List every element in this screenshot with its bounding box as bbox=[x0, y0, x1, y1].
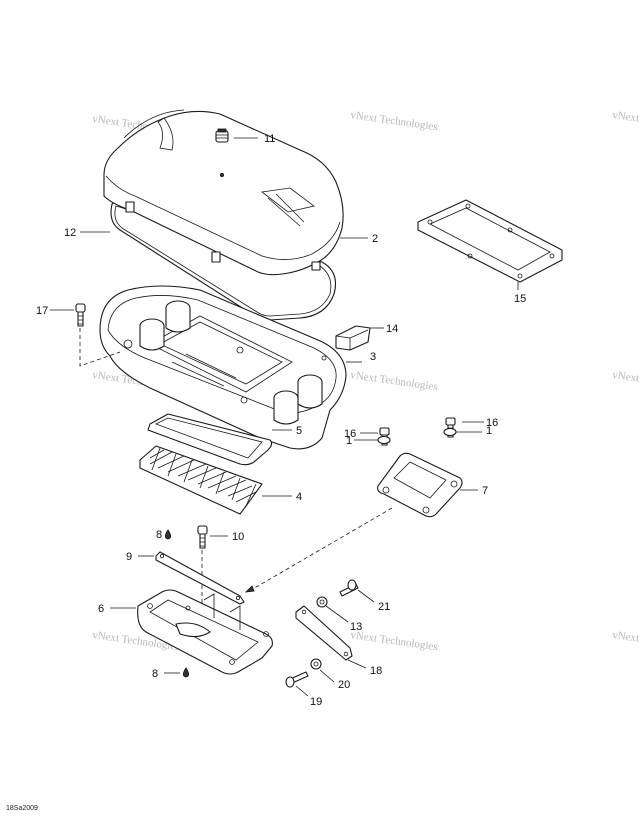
callout-16-right: 16 bbox=[486, 417, 498, 429]
callout-9: 9 bbox=[126, 551, 132, 563]
lid-drawing bbox=[103, 109, 344, 276]
cover-plate-drawing bbox=[417, 199, 563, 283]
leader-lines bbox=[50, 137, 519, 697]
watermark-5: vNext Technologies bbox=[350, 369, 439, 393]
callout-1-left: 1 bbox=[346, 435, 352, 447]
screen-drawing bbox=[139, 445, 263, 515]
screw-10-drawing bbox=[197, 525, 208, 618]
callout-4: 4 bbox=[296, 491, 302, 503]
callout-18: 18 bbox=[370, 665, 382, 677]
callout-12: 12 bbox=[64, 227, 76, 239]
callout-17: 17 bbox=[36, 305, 48, 317]
bracket-drawing bbox=[244, 417, 463, 593]
screw-left-drawing bbox=[75, 303, 121, 367]
callout-2: 2 bbox=[372, 233, 378, 245]
callout-7: 7 bbox=[482, 485, 488, 497]
callout-15: 15 bbox=[514, 293, 526, 305]
callouts: 11 12 2 17 14 3 15 5 4 16 16 1 1 7 8 10 … bbox=[36, 133, 526, 708]
callout-21: 21 bbox=[378, 601, 390, 613]
callout-16-left: 16 bbox=[344, 428, 356, 440]
strip-drawing bbox=[155, 551, 245, 605]
callout-19: 19 bbox=[310, 696, 322, 708]
callout-5: 5 bbox=[296, 425, 302, 437]
reference-code: 18Sa2009 bbox=[6, 805, 38, 812]
block-drawing bbox=[335, 325, 371, 351]
callout-10: 10 bbox=[232, 531, 244, 543]
callout-1-right: 1 bbox=[486, 425, 492, 437]
callout-11: 11 bbox=[264, 133, 275, 145]
watermark-8: vNext Technologies bbox=[350, 629, 439, 653]
callout-13: 13 bbox=[350, 621, 362, 633]
watermark-2: vNext Technologies bbox=[350, 109, 439, 133]
tray-drawing bbox=[137, 589, 273, 675]
callout-8-top: 8 bbox=[156, 529, 162, 541]
watermark-3: vNext Technologies bbox=[612, 109, 642, 133]
lower-hardware-drawing bbox=[285, 579, 359, 688]
gasket-drawing bbox=[147, 413, 273, 466]
callout-8-bottom: 8 bbox=[152, 668, 158, 680]
watermark-6: vNext Technologies bbox=[612, 369, 642, 393]
callout-14: 14 bbox=[386, 323, 398, 335]
watermark-9: vNext Technologies bbox=[612, 629, 642, 653]
callout-6: 6 bbox=[98, 603, 104, 615]
adhesive-drops bbox=[164, 529, 190, 678]
callout-20: 20 bbox=[338, 679, 350, 691]
housing-drawing bbox=[99, 285, 347, 450]
lid-seal-drawing bbox=[110, 199, 337, 321]
callout-3: 3 bbox=[370, 351, 376, 363]
cap-nut-drawing bbox=[215, 128, 229, 143]
